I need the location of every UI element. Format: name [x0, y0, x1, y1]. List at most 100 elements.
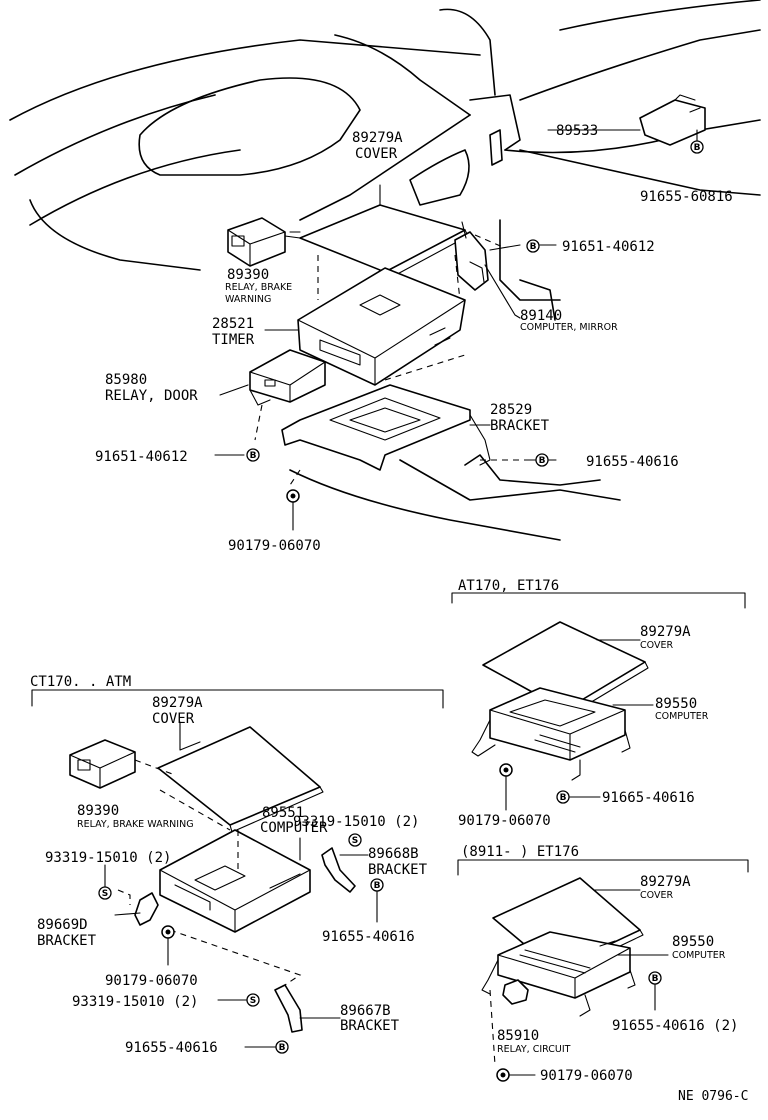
- label-91651-40612-b: 91651-40612: [95, 449, 188, 465]
- bracket-89669d: [114, 889, 159, 926]
- label-90179-06070-at: 90179-06070: [458, 813, 551, 829]
- section-bracket-et176: [457, 859, 749, 876]
- label-cover-top: COVER: [355, 146, 398, 162]
- label-relay-circuit: RELAY, CIRCUIT: [497, 1044, 571, 1055]
- svg-text:B: B: [374, 881, 381, 891]
- label-relay-door: RELAY, DOOR: [105, 388, 198, 404]
- label-89551: 89551: [262, 805, 304, 821]
- bracket-89667b: [169, 929, 341, 1033]
- label-bracket-top: BRACKET: [490, 418, 550, 434]
- bolt-91655-40616-et: B: [648, 971, 662, 1011]
- label-91655-60816: 91655-60816: [640, 189, 733, 205]
- section-title-et176: (8911- ) ET176: [461, 844, 579, 860]
- bolt-91655-60816-top: B: [690, 140, 704, 154]
- label-28521: 28521: [212, 316, 254, 332]
- label-bracket-89667b: BRACKET: [340, 1018, 400, 1034]
- bracket-28529: [281, 354, 491, 486]
- label-89669d: 89669D: [37, 917, 88, 933]
- cover-89279a-ct: [157, 721, 324, 833]
- section-bracket-ct170: [31, 689, 444, 709]
- label-89279a-top: 89279A: [352, 130, 403, 146]
- label-90179-06070-top: 90179-06070: [228, 538, 321, 554]
- svg-text:B: B: [694, 143, 701, 153]
- label-85980: 85980: [105, 372, 147, 388]
- label-89550-et: 89550: [672, 934, 714, 950]
- section-title-at170: AT170, ET176: [458, 578, 559, 594]
- label-89279a-ct: 89279A: [152, 695, 203, 711]
- relay-door-85980: [249, 349, 326, 441]
- label-91651-40612-a: 91651-40612: [562, 239, 655, 255]
- label-89667b: 89667B: [340, 1003, 391, 1019]
- svg-text:B: B: [250, 451, 257, 461]
- svg-text:S: S: [102, 889, 108, 899]
- nut-90179-06070-top: [286, 489, 300, 503]
- label-computer-ct: COMPUTER: [260, 820, 328, 836]
- label-bracket-89669d: BRACKET: [37, 933, 97, 949]
- label-89533: 89533: [556, 123, 598, 139]
- label-93319-b: 93319-15010 (2): [45, 850, 171, 866]
- label-timer: TIMER: [212, 332, 255, 348]
- computer-mirror-89140: [454, 221, 521, 319]
- nut-90179-06070-et: [496, 1068, 536, 1082]
- label-28529: 28529: [490, 402, 532, 418]
- timer-28521: [297, 267, 466, 386]
- label-91655-40616-et: 91655-40616 (2): [612, 1018, 738, 1034]
- label-93319-a-top: 93319-15010 (2): [293, 814, 419, 830]
- screw-93319-b: S: [348, 833, 362, 847]
- label-89668b: 89668B: [368, 846, 419, 862]
- label-90179-06070-et: 90179-06070: [540, 1068, 633, 1084]
- label-89550-at: 89550: [655, 696, 697, 712]
- screw-93319-c: S: [217, 993, 260, 1007]
- vehicle-roof-drawing: [9, 0, 761, 541]
- computer-89551-ct: [159, 829, 311, 933]
- label-85910: 85910: [497, 1028, 539, 1044]
- relay-brake-89390-ct: [69, 739, 231, 831]
- label-bracket-89668b: BRACKET: [368, 862, 428, 878]
- label-computer-et: COMPUTER: [672, 950, 726, 961]
- label-93319-c: 93319-15010 (2): [72, 994, 198, 1010]
- label-89279a-at: 89279A: [640, 624, 691, 640]
- screw-93319-a: S: [98, 864, 112, 900]
- label-90179-06070-ct: 90179-06070: [105, 973, 198, 989]
- relay-circuit-85910: [489, 979, 529, 1066]
- bolt-91651-40612b: B: [246, 448, 260, 462]
- svg-text:S: S: [352, 836, 358, 846]
- computer-89550-et: [481, 931, 669, 1017]
- label-relay-brake-2: WARNING: [225, 294, 271, 305]
- leaders-top: [214, 94, 706, 531]
- svg-text:B: B: [652, 974, 659, 984]
- svg-text:B: B: [539, 456, 546, 466]
- label-91655-40616-top: 91655-40616: [586, 454, 679, 470]
- section-bracket-at170: [451, 592, 746, 609]
- bracket-89668b: [321, 847, 369, 893]
- nut-90179-06070-at: [499, 763, 513, 811]
- svg-text:B: B: [530, 242, 537, 252]
- label-91665-40616-at: 91665-40616: [602, 790, 695, 806]
- label-relay-brake-1: RELAY, BRAKE: [225, 282, 292, 293]
- label-91655-40616-ct-a: 91655-40616: [322, 929, 415, 945]
- label-relay-brake-ct: RELAY, BRAKE WARNING: [77, 819, 194, 830]
- label-cover-et: COVER: [640, 890, 673, 901]
- relay-brake-89390-top: [227, 217, 301, 267]
- label-89390-top: 89390: [227, 267, 269, 283]
- label-91655-40616-ct-b: 91655-40616: [125, 1040, 218, 1056]
- diagram-code: NE 0796-C: [678, 1089, 748, 1104]
- label-cover-ct: COVER: [152, 711, 195, 727]
- bolt-91655-40616-top: B: [535, 453, 549, 467]
- label-cover-at: COVER: [640, 640, 673, 651]
- label-89140: 89140: [520, 308, 562, 324]
- label-89390-ct: 89390: [77, 803, 119, 819]
- label-computer-at: COMPUTER: [655, 711, 709, 722]
- section-title-ct170: CT170. . ATM: [30, 674, 131, 690]
- bolt-91655-40616-ct-a: B: [370, 878, 384, 923]
- svg-text:B: B: [560, 793, 567, 803]
- computer-89550-at: [471, 687, 654, 781]
- bolt-91655-40616-ct-b: B: [244, 1040, 289, 1054]
- bolt-91651-40612a: B: [526, 239, 540, 253]
- nut-90179-06070-ct: [161, 925, 175, 966]
- label-computer-mirror: COMPUTER, MIRROR: [520, 322, 618, 333]
- svg-text:B: B: [279, 1043, 286, 1053]
- svg-text:S: S: [250, 996, 256, 1006]
- label-89279a-et: 89279A: [640, 874, 691, 890]
